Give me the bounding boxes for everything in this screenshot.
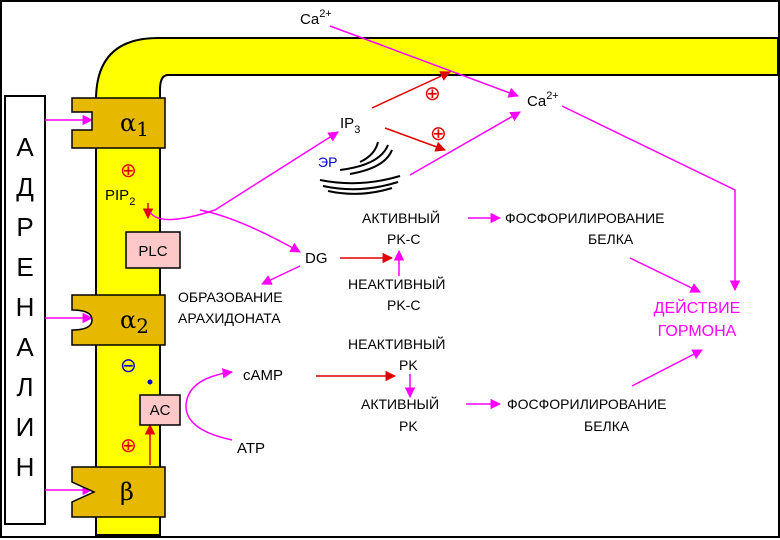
hormone-letter: А [16, 132, 34, 162]
alpha1-receptor: α1 [72, 98, 165, 148]
atp-to-camp-arrow [186, 372, 232, 440]
ca-right-label: Ca [527, 93, 547, 110]
pip2-sub: 2 [129, 196, 135, 208]
ca-to-effect-arrow [562, 106, 735, 290]
active-pk-line2: PK [399, 418, 418, 434]
phos2-line1: ФОСФОРИЛИРОВАНИЕ [507, 396, 666, 412]
svg-text:Ca2+: Ca2+ [527, 90, 559, 110]
plc-box: PLC [126, 232, 180, 268]
hormone-letter: Р [16, 212, 33, 242]
inactive-pk-line1: НЕАКТИВНЫЙ [348, 335, 445, 352]
inactive-pkc-line2: PK-C [387, 297, 420, 313]
inhibit-dot [148, 380, 153, 385]
hormone-letter: Н [16, 452, 35, 482]
er-label: ЭР [318, 154, 337, 170]
phos1-to-effect-arrow [630, 258, 700, 292]
inactive-pkc-line1: НЕАКТИВНЫЙ [348, 275, 445, 292]
camp-label: cAMP [243, 367, 283, 384]
hormone-letter: И [16, 412, 35, 442]
svg-text:Ca2+: Ca2+ [300, 8, 332, 28]
beta-greek: β [120, 478, 134, 506]
dg-label: DG [305, 250, 328, 267]
hormone-letter: Л [16, 372, 33, 402]
pip2-label: PIP [105, 187, 129, 204]
pip2-to-ip3-arrow [150, 132, 338, 220]
alpha2-receptor: α2 [72, 295, 165, 345]
hormone-letter: Е [16, 252, 33, 282]
active-pkc-line1: АКТИВНЫЙ [362, 209, 440, 226]
ca-right-sup: 2+ [546, 90, 559, 102]
minus-sign-alpha2: ⊖ [120, 355, 137, 377]
ca-top-label: Ca [300, 11, 320, 28]
hormone-effect-line2: ГОРМОНА [658, 323, 737, 340]
beta-receptor: β [72, 467, 165, 517]
alpha1-greek: α [120, 109, 136, 137]
dg-to-arachidonate-arrow [262, 266, 300, 284]
plus-sign-ip3-channel: ⊕ [424, 83, 441, 105]
arachidonate-line1: ОБРАЗОВАНИЕ [178, 289, 283, 305]
plc-label: PLC [138, 243, 167, 260]
hormone-effect-line1: ДЕЙСТВИЕ [654, 298, 741, 317]
plus-sign-alpha1: ⊕ [120, 160, 137, 182]
pip2-to-dg-arrow [200, 210, 300, 252]
hormone-letter: Н [16, 292, 35, 322]
svg-text:IP3: IP3 [340, 115, 360, 136]
hormone-letter: А [16, 332, 34, 362]
alpha2-sub: 2 [136, 314, 149, 338]
active-pk-line1: АКТИВНЫЙ [361, 395, 439, 412]
hormone-box: А Д Р Е Н А Л И Н [5, 96, 45, 524]
hormone-letter: Д [16, 172, 34, 202]
active-pkc-line2: PK-C [387, 231, 420, 247]
inactive-pk-line2: PK [399, 357, 418, 373]
ca-top-sup: 2+ [319, 8, 332, 20]
alpha2-greek: α [120, 306, 136, 334]
phos2-line2: БЕЛКА [584, 418, 630, 434]
ip3-sub: 3 [354, 124, 360, 136]
plus-sign-beta: ⊕ [120, 435, 137, 457]
ac-box: AC [140, 395, 180, 425]
phos1-line1: ФОСФОРИЛИРОВАНИЕ [505, 210, 664, 226]
plus-sign-ip3-er: ⊕ [430, 123, 447, 145]
arachidonate-line2: АРАХИДОНАТА [178, 310, 281, 326]
phos1-line2: БЕЛКА [588, 231, 634, 247]
alpha1-sub: 1 [136, 117, 149, 141]
atp-label: ATP [237, 440, 265, 457]
ac-label: AC [150, 402, 171, 419]
ip3-label: IP [340, 115, 354, 132]
phos2-to-effect-arrow [632, 350, 702, 386]
